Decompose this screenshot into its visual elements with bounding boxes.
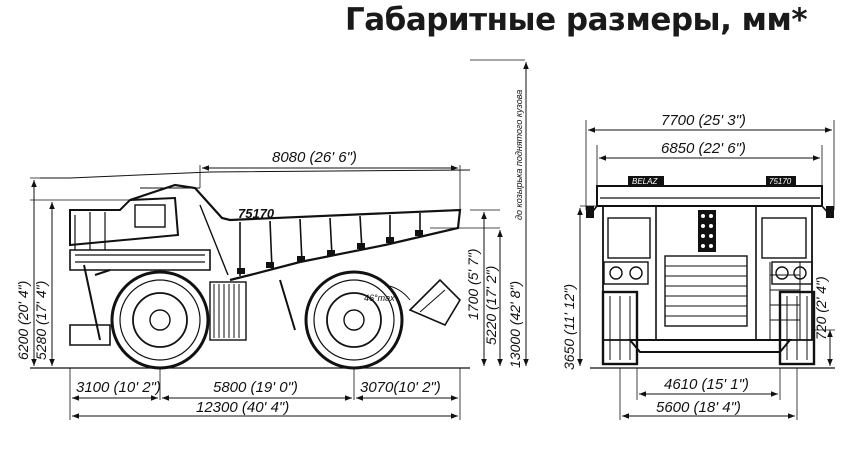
rear-overhang-label: 3070(10' 2") <box>360 379 441 396</box>
overall-height-label: 6200 (20' 4") <box>15 281 31 360</box>
body-length-label: 8080 (26' 6") <box>272 149 357 166</box>
front-view-width-dimensions <box>588 127 832 419</box>
front-view-truck: BELAZ 75170 <box>586 176 835 369</box>
wheelbase-label: 5800 (19' 0") <box>213 379 298 396</box>
page-title: Габаритные размеры, мм* <box>345 2 808 38</box>
overall-width-label: 7700 (25' 3") <box>661 112 746 129</box>
raised-height-note: до козырька поднятого кузова <box>514 90 524 220</box>
loading-height-label: 5220 (17' 2") <box>483 266 499 345</box>
side-view-truck: 75170 46°max <box>30 169 471 370</box>
cab-height-label: 5280 (17' 4") <box>33 281 49 360</box>
track-outer-label: 5600 (18' 4") <box>656 399 741 416</box>
platform-height-label: 3650 (11' 12") <box>561 284 577 370</box>
badge-model: 75170 <box>769 177 792 186</box>
raised-height-label: 13000 (42' 8") <box>507 281 523 368</box>
overall-length-label: 12300 (40' 4") <box>196 399 289 416</box>
truck-model-label: 75170 <box>238 206 275 221</box>
dump-angle-label: 46°max <box>364 293 395 303</box>
front-view-height-dimensions <box>577 208 833 366</box>
badge-brand: BELAZ <box>632 177 658 186</box>
track-inner-label: 4610 (15' 1") <box>664 376 749 393</box>
ground-clearance-label: 720 (2' 4") <box>813 276 829 340</box>
side-view-extension-lines <box>30 59 525 420</box>
body-width-label: 6850 (22' 6") <box>661 140 746 157</box>
side-view-length-dimensions <box>72 165 458 419</box>
front-overhang-label: 3100 (10' 2") <box>76 379 161 396</box>
tail-height-label: 1700 (5' 7") <box>465 249 481 320</box>
front-view-extension-lines <box>580 120 835 420</box>
side-view-height-dimensions <box>31 62 529 366</box>
